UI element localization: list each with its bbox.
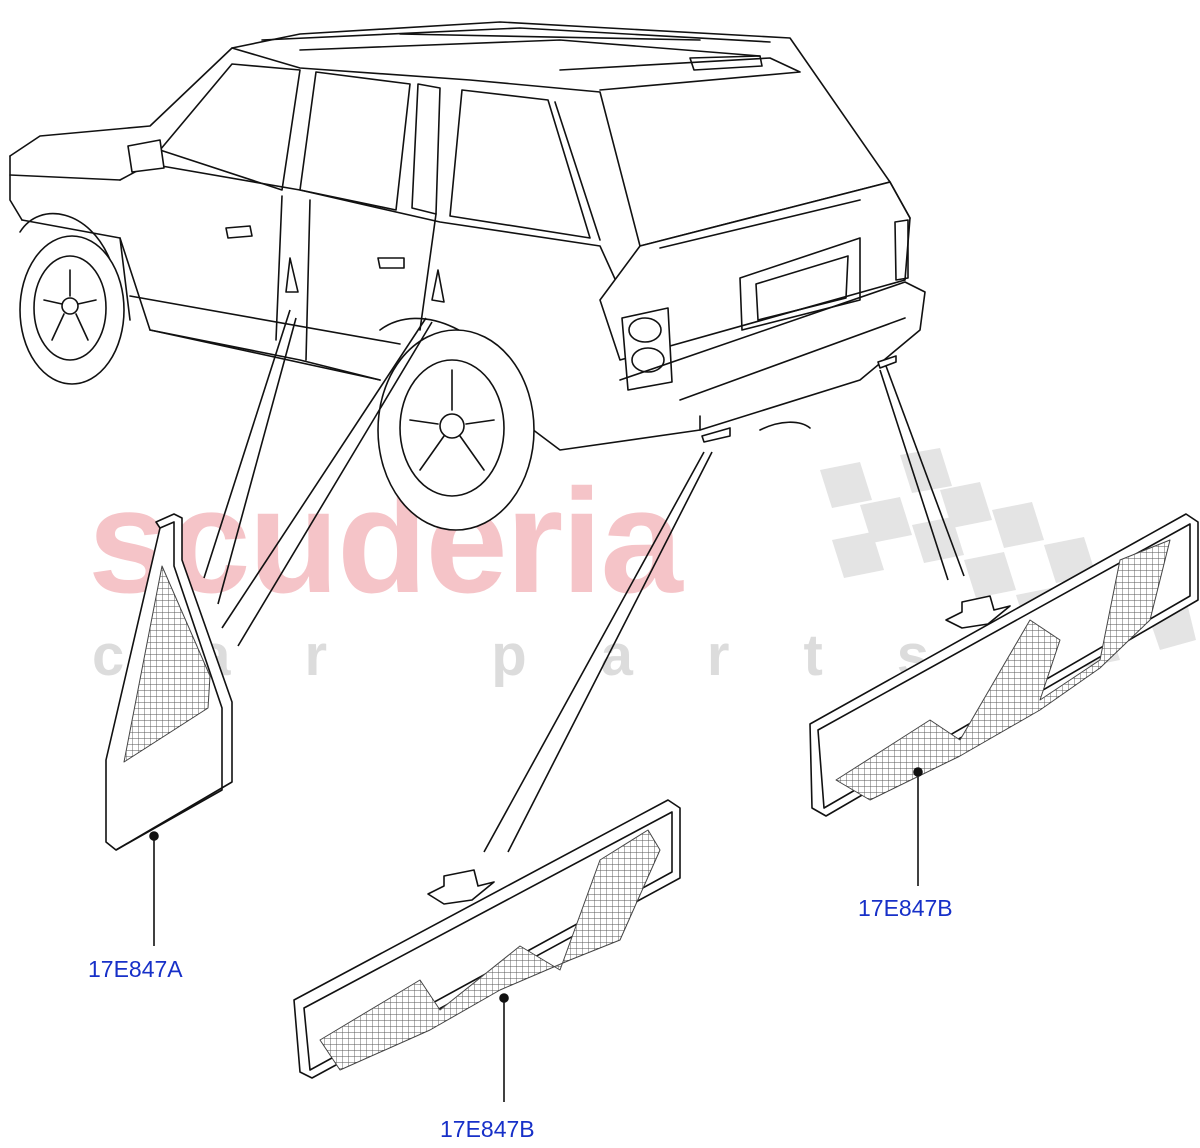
part-number-17E847B-right-link[interactable]: 17E847B [858, 895, 953, 921]
watermark-tagline: car parts [92, 623, 1004, 688]
part-17E847B-bottom-reflector [293, 799, 681, 1079]
part-number-17E847B-bottom-link[interactable]: 17E847B [440, 1116, 535, 1142]
part-17E847B-right-reflector [809, 513, 1199, 817]
part-17E847A-reflector [105, 513, 233, 851]
leader-lines [153, 309, 965, 1102]
vehicle-illustration [9, 21, 926, 531]
part-number-17E847A-link[interactable]: 17E847A [88, 956, 183, 982]
